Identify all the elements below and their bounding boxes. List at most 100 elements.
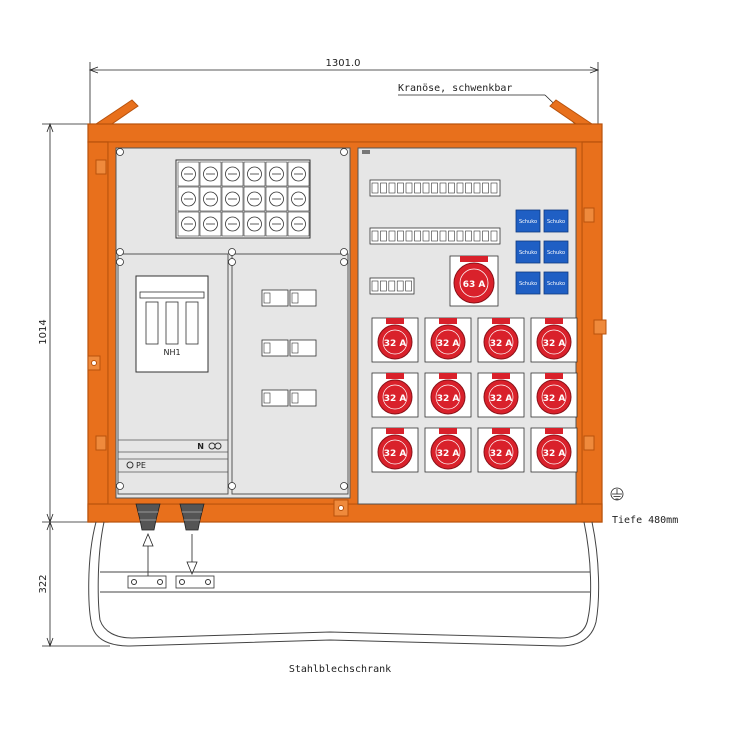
cable-gland-left	[135, 503, 161, 531]
mcb	[439, 182, 447, 194]
schuko-label: Schuko	[519, 281, 537, 287]
screw-icon	[228, 248, 236, 256]
terminal-screw-icon	[269, 191, 284, 207]
screw-icon	[228, 482, 236, 490]
schuko-socket: Schuko	[543, 240, 569, 264]
cee-socket-32a-label: 32 A	[437, 339, 460, 349]
mcb	[380, 280, 387, 292]
cee-socket-32a-label: 32 A	[437, 449, 460, 459]
cee-socket-32a: 32 A	[530, 427, 578, 473]
cee-socket-32a: 32 A	[477, 317, 525, 363]
mcb	[380, 230, 387, 242]
cee-socket-32a-label: 32 A	[543, 449, 566, 459]
mcb	[388, 280, 396, 292]
height-dimension	[42, 122, 95, 524]
mcb	[473, 230, 481, 242]
n-label: N	[197, 442, 204, 451]
cee-socket-63a-label: 63 A	[463, 280, 486, 290]
cee-socket-32a-label: 32 A	[384, 449, 407, 459]
schuko-socket: Schuko	[543, 209, 569, 233]
terminal-screw-icon	[225, 166, 240, 182]
schuko-socket: Schuko	[515, 240, 541, 264]
screw-icon	[340, 258, 348, 266]
cee-socket-32a: 32 A	[371, 372, 419, 418]
schuko-label: Schuko	[519, 250, 537, 256]
terminal-screw-icon	[203, 216, 218, 232]
mcb	[448, 182, 455, 194]
terminal-screw-icon	[181, 216, 196, 232]
mcb	[371, 182, 379, 194]
cee-socket-32a: 32 A	[477, 427, 525, 473]
cee-socket-32a-label: 32 A	[384, 394, 407, 404]
ground-icon	[610, 487, 624, 501]
pe-label: PE	[136, 461, 146, 470]
cee-socket-32a-label: 32 A	[437, 394, 460, 404]
terminal-screw-icon	[203, 191, 218, 207]
stand-dimension-value: 322	[38, 574, 49, 593]
screw-icon	[116, 482, 124, 490]
nh-label: NH1	[163, 348, 180, 357]
terminal-screw-icon	[181, 191, 196, 207]
screw-icon	[116, 248, 124, 256]
mcb	[456, 230, 464, 242]
cee-socket-32a: 32 A	[530, 317, 578, 363]
terminal-screw-icon	[203, 166, 218, 182]
cable-gland-right	[179, 503, 205, 531]
screw-icon	[228, 258, 236, 266]
cee-socket-32a: 32 A	[530, 372, 578, 418]
mcb	[405, 280, 412, 292]
screw-icon	[340, 148, 348, 156]
mcb	[431, 230, 438, 242]
terminal-screw-icon	[291, 216, 306, 232]
mcb	[456, 182, 464, 194]
mcb	[431, 182, 438, 194]
mcb	[414, 182, 421, 194]
cee-socket-32a: 32 A	[477, 372, 525, 418]
cee-socket-32a-label: 32 A	[490, 339, 513, 349]
lifting-eye-leader	[398, 94, 576, 125]
terminal-screw-icon	[181, 166, 196, 182]
terminal-screw-icon	[247, 191, 262, 207]
terminal-screw-icon	[247, 216, 262, 232]
mcb	[482, 182, 489, 194]
screw-icon	[116, 258, 124, 266]
left-panel: NH1 N PE	[115, 147, 351, 499]
panel-screws	[116, 148, 348, 490]
mcb	[439, 230, 447, 242]
screw-icon	[116, 148, 124, 156]
cee-socket-32a-label: 32 A	[490, 449, 513, 459]
mcb	[482, 230, 489, 242]
mcb	[371, 230, 379, 242]
mcb	[465, 182, 472, 194]
terminal-screw-icon	[247, 166, 262, 182]
schuko-label: Schuko	[519, 219, 537, 225]
schuko-label: Schuko	[547, 250, 565, 256]
mcb	[490, 182, 498, 194]
width-dimension-value: 1301.0	[326, 58, 361, 69]
mcb	[405, 182, 413, 194]
nh-fuse-switch	[135, 275, 209, 373]
mcb	[405, 230, 413, 242]
cee-socket-32a: 32 A	[424, 317, 472, 363]
stand-dimension	[42, 520, 110, 648]
mcb	[396, 280, 404, 292]
mcb	[388, 230, 396, 242]
mcb	[465, 230, 472, 242]
mcb-rows	[369, 179, 501, 245]
terminal-screw-icon	[269, 166, 284, 182]
cee-socket-63a: 63 A	[449, 255, 499, 307]
mcb	[397, 182, 404, 194]
lifting-eye-label: Kranöse, schwenkbar	[398, 83, 512, 94]
cee-socket-32a: 32 A	[371, 317, 419, 363]
mcb	[422, 182, 430, 194]
terminal-screw-icon	[291, 191, 306, 207]
mcb	[448, 230, 455, 242]
mcb	[388, 182, 396, 194]
busbar-area	[118, 439, 228, 473]
mcb	[473, 182, 481, 194]
stand-clamps	[127, 575, 215, 589]
cee-socket-32a-label: 32 A	[543, 339, 566, 349]
